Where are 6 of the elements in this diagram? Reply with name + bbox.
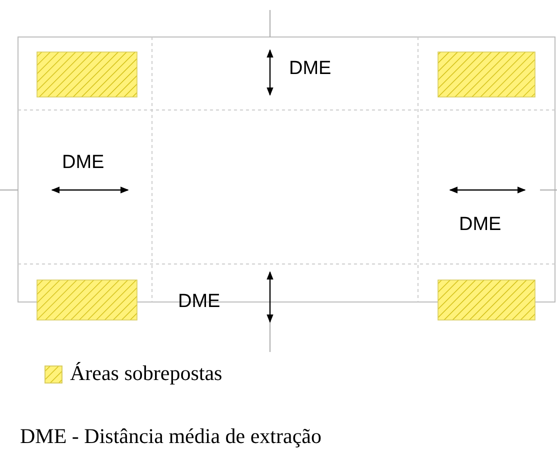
legend-text: Áreas sobrepostas [70,361,222,386]
dimension-label: DME [459,214,502,236]
dimension-label: DME [289,58,332,80]
abbreviation-note: DME - Distância média de extração [20,424,322,449]
dimension-label: DME [62,152,104,174]
dimension-label: DME [178,291,220,313]
